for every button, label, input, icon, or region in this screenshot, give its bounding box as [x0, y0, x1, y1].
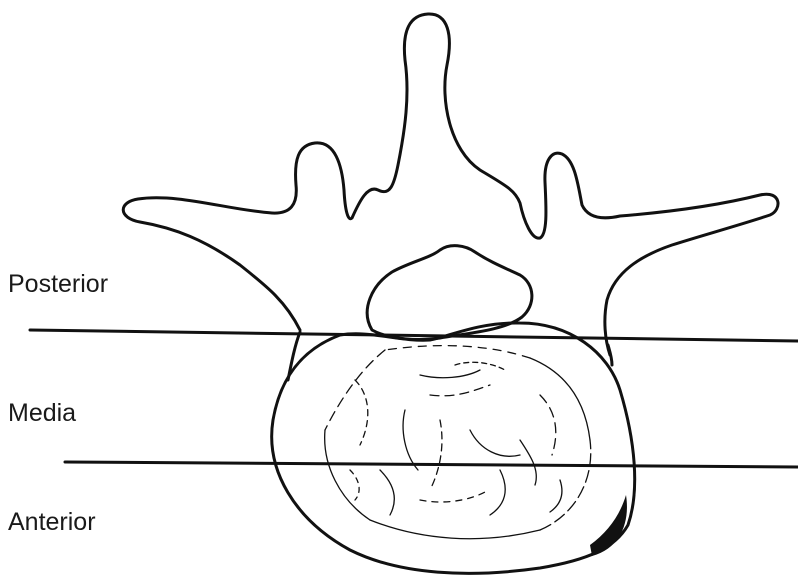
inner-texture: [325, 346, 591, 539]
label-media: Media: [8, 401, 76, 426]
label-posterior: Posterior: [8, 272, 108, 297]
label-anterior: Anterior: [8, 510, 96, 535]
vertebral-arch-outline: [123, 14, 778, 355]
vertebral-foramen-outline: [367, 246, 532, 340]
vertebral-body-outline: [272, 323, 635, 573]
left-pedicle-mark: [288, 332, 300, 380]
body-cortex-shadow: [590, 495, 627, 556]
anterior-boundary-line: [65, 462, 798, 467]
